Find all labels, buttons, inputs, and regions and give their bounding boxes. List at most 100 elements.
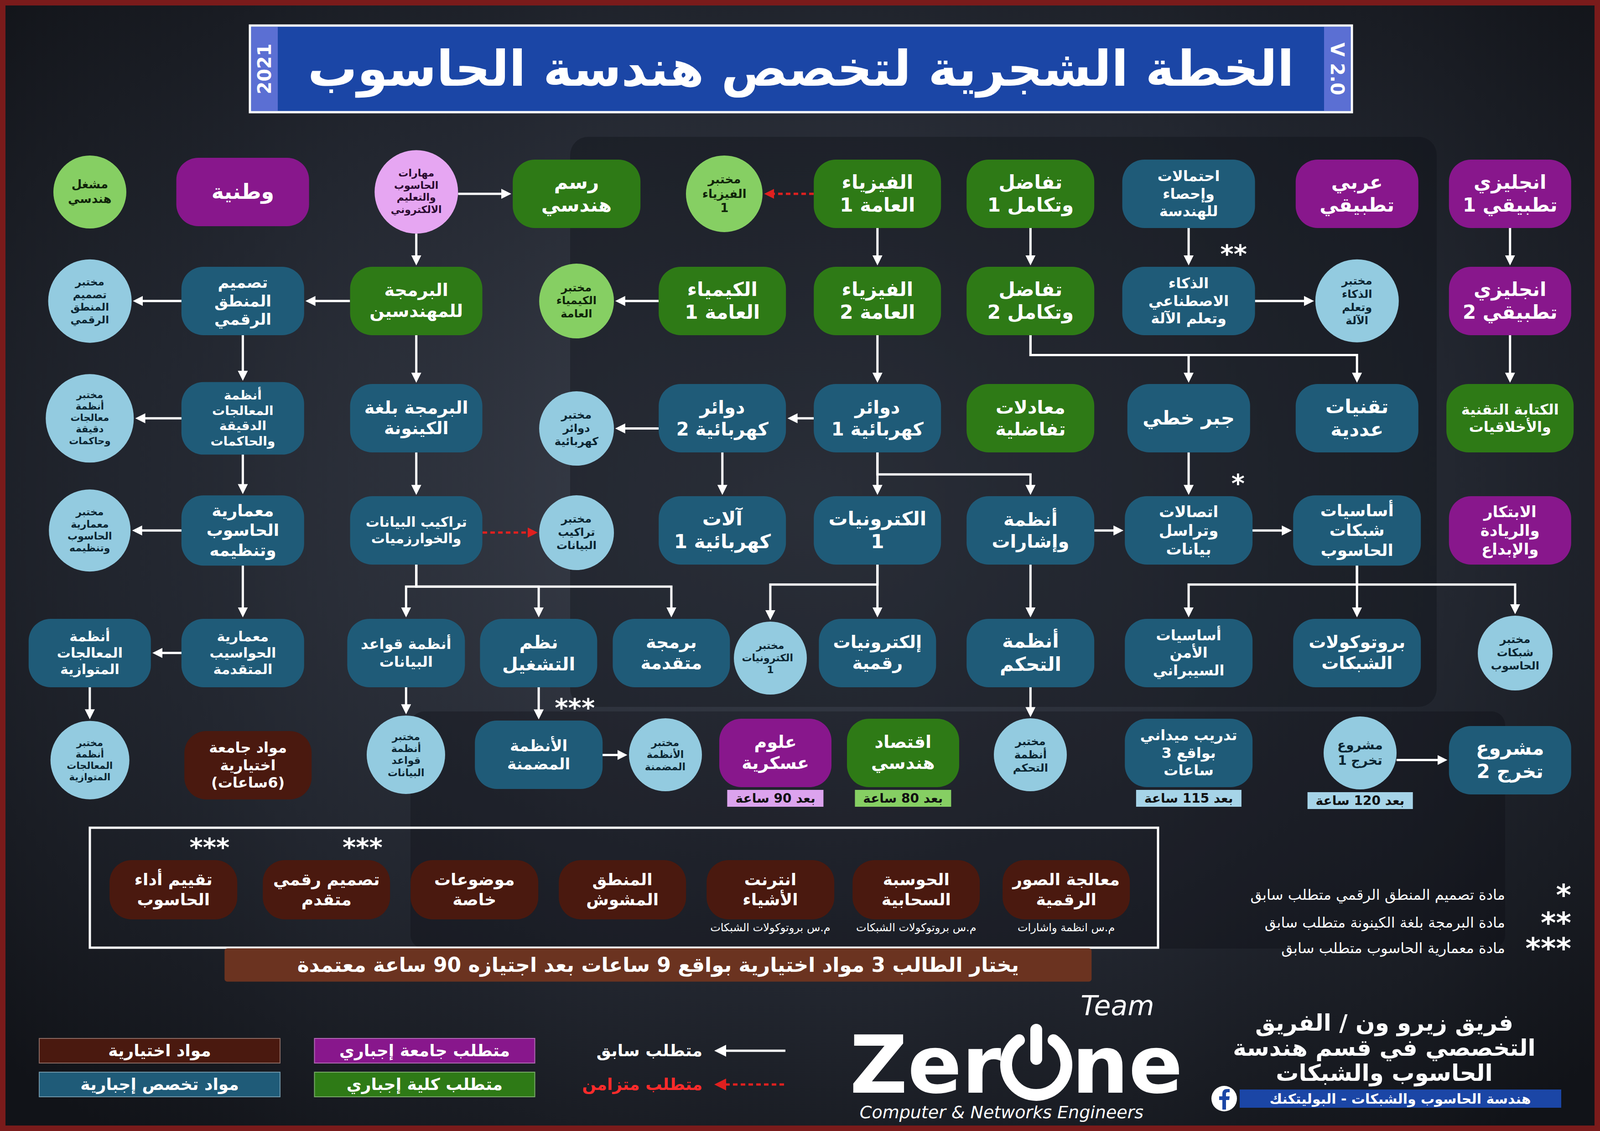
course-box: موضوعات خاصة: [410, 860, 539, 920]
prerequisite-arrow: [624, 299, 659, 302]
hours-tag: بعد 120 ساعة: [1307, 792, 1413, 810]
prereq-stars: **: [1220, 241, 1247, 267]
course-name: الكتابة التقنية والأخلاقيات: [1456, 400, 1564, 437]
lab-circle: مختبر الذكاء وتعلم الآلة: [1315, 259, 1399, 343]
course-name: مختبر الفيزياء 1: [696, 172, 752, 216]
lab-circle: مختبر تصميم المنطق الرقمي: [47, 259, 132, 343]
course-box: نظم التشغيل: [480, 618, 598, 688]
legend-swatch: مواد تخصص إجبارية: [38, 1071, 281, 1098]
course-name: مختبر دوائر كهربائية: [549, 408, 604, 448]
facebook-glyph: [1219, 1089, 1230, 1110]
prerequisite-arrow: [1356, 565, 1516, 606]
course-name: برمجة متقدمة: [622, 632, 720, 674]
lab-circle: مختبر الكيمياء العامة: [539, 263, 614, 339]
team-credit: فريق زيرو ون / الفريق التخصصي في قسم هند…: [1197, 1010, 1572, 1086]
course-name: نظم التشغيل: [490, 631, 588, 676]
course-box: الأنظمة المضمنة***: [474, 720, 603, 790]
course-name: المنطق المشوش: [568, 869, 677, 910]
prereq-stars: *: [1231, 470, 1245, 497]
course-box: أنظمة وإشارات: [966, 496, 1095, 565]
course-name: تصميم المنطق الرقمي: [191, 273, 294, 329]
course-name: انجليزي تطبيقي 2: [1459, 278, 1562, 325]
prereq-stars: ***: [342, 834, 383, 861]
course-box: معمارية الحواسيب المتقدمة: [181, 618, 304, 688]
course-name: عربي تطبيقي: [1305, 171, 1408, 218]
legend-arrow-line: [725, 1049, 786, 1053]
prerequisite-arrow: [1029, 687, 1032, 709]
course-box: آلات كهربائية 1: [658, 496, 787, 565]
course-name: الابتكار والريادة والإبداع: [1459, 502, 1562, 559]
course-name: اقتصاد هندسي: [857, 732, 950, 774]
course-name: البرمجة للمهندسين: [359, 280, 473, 322]
course-box: الفيزياء العامة 2: [813, 266, 942, 336]
lab-circle: مختبر معمارية الحاسوب وتنظيمه: [48, 489, 131, 572]
corequisite-arrow: [773, 192, 814, 196]
prerequisite-arrow: [602, 753, 619, 757]
course-name: يختار الطالب 3 مواد اختيارية بواقع 9 ساع…: [238, 953, 1078, 978]
prerequisite-arrow: [1508, 335, 1512, 374]
course-box: مواد جامعة اختيارية (6ساعات): [184, 731, 312, 800]
course-name: مواد جامعة اختيارية (6ساعات): [194, 738, 302, 792]
legend-text: مواد تخصص إجبارية: [80, 1074, 239, 1095]
course-name: الكترونيات 1: [823, 507, 932, 554]
course-box: أساسيات شبكات الحاسوب: [1293, 495, 1421, 566]
footnote-mark: ***: [1525, 932, 1572, 965]
course-name: آلات كهربائية 1: [668, 507, 777, 554]
course-name: انترنت الأشياء: [716, 869, 825, 910]
course-name: أنظمة قواعد البيانات: [357, 635, 455, 671]
prerequisite-arrow: [876, 335, 879, 374]
course-name: احتمالات وإحصاء للهندسة: [1132, 167, 1246, 220]
course-name: دوائر كهربائية 2: [668, 396, 777, 441]
course-name: الذكاء الاصطناعي وتعلم الآلة: [1132, 274, 1246, 328]
prerequisite-arrow: [1187, 228, 1190, 257]
course-box: تدريب ميداني بواقع 3 ساعاتبعد 115 ساعة: [1124, 718, 1253, 788]
prerequisite-arrow: [1187, 452, 1190, 486]
course-name: علوم عسكرية: [729, 732, 822, 774]
lab-circle: مختبر دوائر كهربائية: [539, 391, 614, 467]
version-strip: [1324, 26, 1351, 111]
legend-item: متطلب سابق: [596, 1040, 703, 1061]
logo-tagline: Computer & Networks Engineers: [859, 1103, 1144, 1123]
course-name: مختبر أنظمة التحكم: [1005, 735, 1056, 775]
legend-text: متطلب سابق: [596, 1040, 703, 1061]
hours-tag: بعد 80 ساعة: [854, 789, 951, 808]
course-name: مختبر تصميم المنطق الرقمي: [61, 275, 119, 327]
prerequisite-arrow: [624, 427, 659, 430]
course-box: انجليزي تطبيقي 2: [1449, 266, 1572, 336]
prerequisite-arrow: [415, 452, 418, 486]
course-name: مهارات الحاسوب والتعليم الالكتروني: [386, 167, 447, 217]
hours-tag: بعد 115 ساعة: [1136, 789, 1242, 808]
course-box: انجليزي تطبيقي 1: [1449, 159, 1572, 229]
logo-team: Team: [1080, 990, 1154, 1021]
prerequisite-arrow: [537, 687, 541, 711]
course-box: وطنية: [176, 157, 310, 227]
legend-dotted-head: [714, 1078, 727, 1091]
course-name: مختبر أنظمة المعالجات المتوازية: [62, 737, 118, 784]
footnote-text: مادة معمارية الحاسوب متطلب سابق: [1281, 940, 1506, 957]
prerequisite-arrow: [1252, 529, 1283, 532]
prereq-stars: ***: [554, 695, 595, 721]
course-box: احتمالات وإحصاء للهندسة: [1122, 159, 1256, 229]
footnote-text: مادة تصميم المنطق الرقمي متطلب سابق: [1250, 887, 1506, 904]
legend-swatch: متطلب كلية إجباري: [314, 1071, 536, 1098]
course-name: مشروع تخرج 1: [1335, 737, 1386, 769]
course-box: تصميم رقمي متقدم***: [262, 860, 391, 920]
course-box: معمارية الحاسوب وتنظيمه: [181, 495, 304, 566]
course-box: الكترونيات 1: [813, 496, 942, 565]
course-box: عربي تطبيقي: [1295, 159, 1419, 229]
course-box: البرمجة بلغة الكينونة: [349, 384, 483, 453]
prerequisite-arrow: [88, 687, 91, 711]
course-box: أنظمة المعالجات الدقيقة والحاكمات: [181, 382, 304, 455]
prerequisite-arrow: [721, 452, 724, 486]
course-box: الابتكار والريادة والإبداع: [1449, 496, 1572, 565]
course-box: اقتصاد هندسيبعد 80 ساعة: [846, 718, 960, 788]
prerequisite-arrow: [161, 651, 182, 655]
prerequisite-arrow: [876, 228, 879, 257]
prerequisite-arrow: [1508, 228, 1512, 257]
lab-circle: مختبر أنظمة قواعد البيانات: [366, 715, 446, 795]
prereq-note: م.س انظمة واشارات: [1017, 921, 1115, 935]
course-box: تقييم أداء الحاسوب***: [109, 860, 238, 920]
logo-word: ne: [1071, 1025, 1183, 1106]
prerequisite-arrow: [241, 565, 245, 609]
